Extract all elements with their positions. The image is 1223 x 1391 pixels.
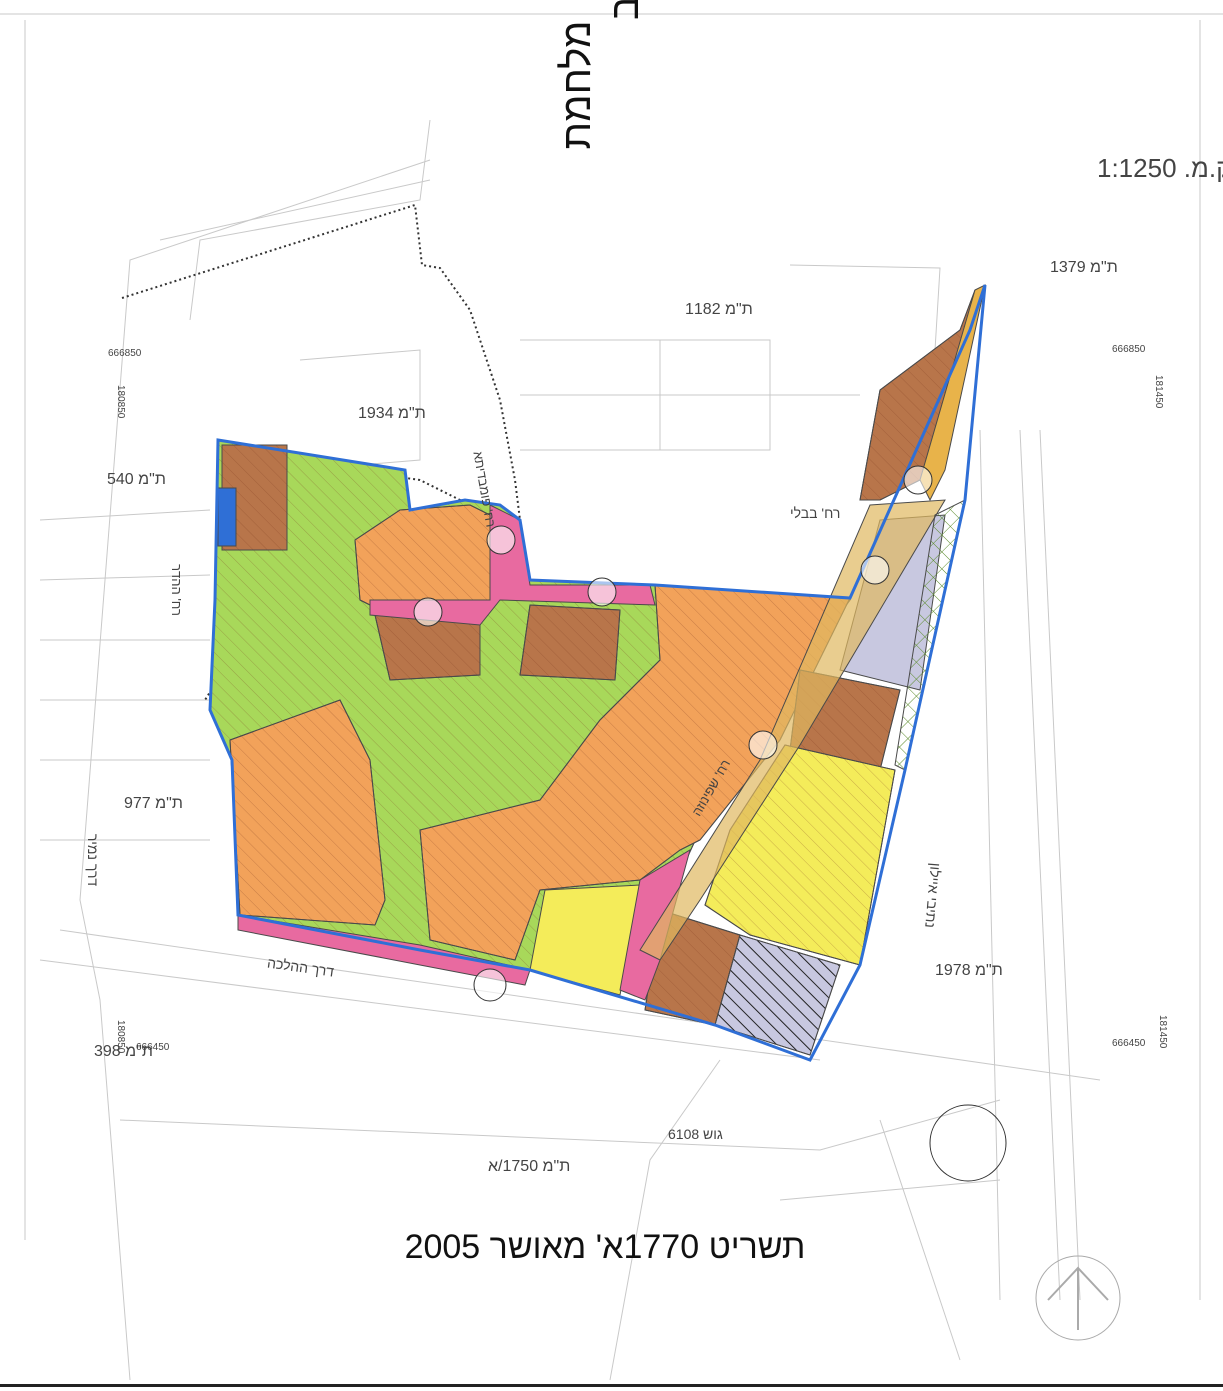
scale-label: מצב מוצע ק.מ. 1:1250 [1097,153,1223,183]
label-tm-1978: ת"מ 1978 [935,962,1003,979]
grid-180850-bottom: 180850 [115,1020,126,1054]
street-hahidur: רח' ההדר [169,564,184,616]
plan-boundary [208,284,987,1062]
spinoza-road [639,499,946,961]
road-pink-small [619,848,691,1001]
vertical-title: מלחמת [555,21,599,150]
dotted-boundary [121,203,522,701]
label-tm-1750: ת"מ 1750/א [488,1158,570,1175]
label-tm-1379: ת"מ 1379 [1050,259,1118,276]
vertical-title-fragment: ב [603,0,647,20]
bottom-border [0,1384,1223,1387]
north-arrow-icon [1047,1266,1109,1330]
label-tm-977: ת"מ 977 [124,795,183,812]
grid-666450-left: 666450 [136,1042,170,1053]
label-tm-1182: ת"מ 1182 [685,301,753,318]
grid-666450-right: 666450 [1112,1038,1146,1049]
north-arrow-circle [1035,1255,1121,1341]
zoning-areas [209,284,986,1056]
yellow-zone-south [529,884,641,996]
blue-pocket [217,487,237,547]
label-tm-540: ת"מ 540 [107,471,166,488]
road-south [237,914,531,986]
plan-labels: ת"מ 1379 ת"מ 1182 ת"מ 1934 ת"מ 540 ת"מ 9… [85,259,1168,1175]
street-namir: דרך נמיר [85,834,101,887]
grid-181450-top: 181450 [1153,375,1164,409]
grid-181450-bottom: 181450 [1157,1015,1168,1049]
label-tm-398: ת"מ 398 [94,1043,153,1060]
label-gush: גוש 6108 [668,1126,723,1142]
street-ayalon: נתיבי איילון [922,862,944,928]
rotary-circle [929,1104,1007,1182]
plan-caption: תשריט 1770א' מאושר 2005 [405,1228,806,1266]
street-bavli: רח' בבלי [790,505,840,521]
grid-666850-left: 666850 [108,348,142,359]
label-tm-1934: ת"מ 1934 [358,405,426,422]
street-hahalacha: דרך ההלכה [266,954,335,979]
plot-markers [413,465,1121,1341]
grid-180850-top: 180850 [115,385,126,419]
grid-666850-right: 666850 [1112,344,1146,355]
